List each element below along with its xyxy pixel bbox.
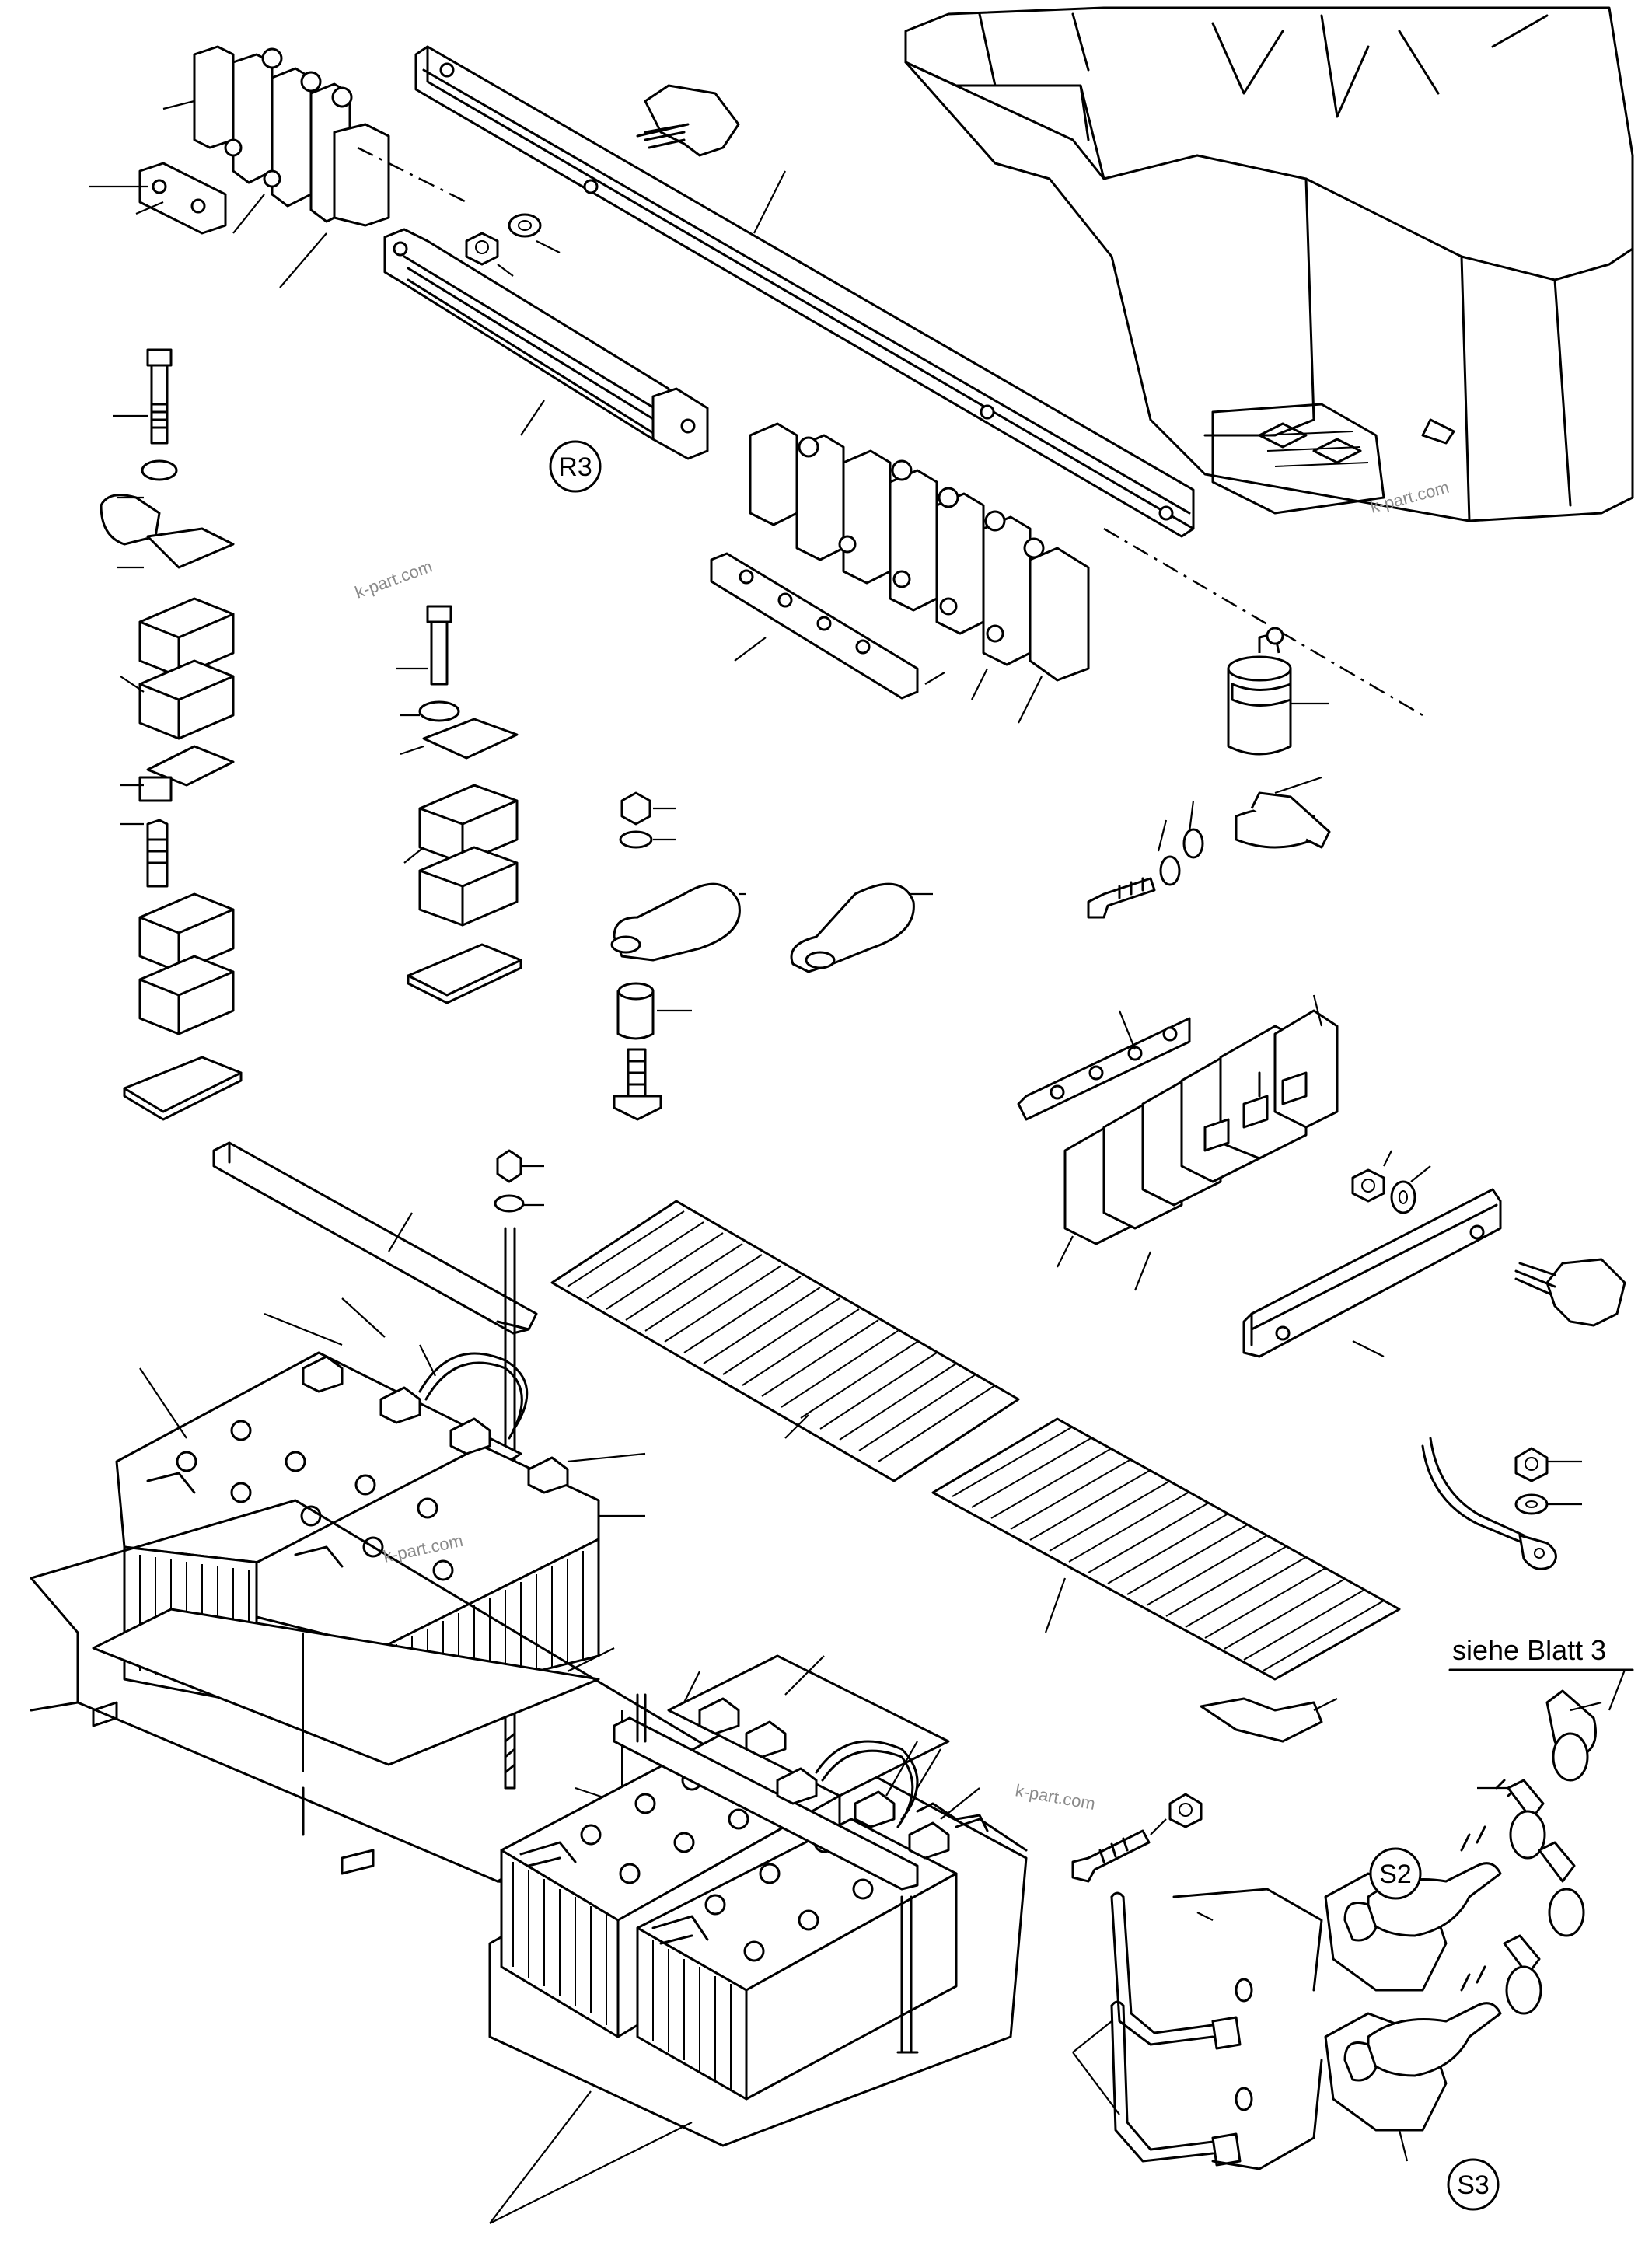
mounting-rail [414,45,1195,538]
bolt-clamp-stack-left [100,348,243,1121]
starter-solenoid-s3: S3 [1324,1965,1502,2211]
r3-callout-label: R3 [558,452,592,482]
terminal-cover [1200,1697,1338,1743]
busbar-r3: R3 [383,228,709,493]
battery-hold-down [212,1141,538,1335]
r3-callout-circle [549,440,602,493]
nut-washer-upper [465,213,561,277]
battery-pair-lower [488,1654,1028,2224]
reference-label: siehe Blatt 3 [1452,1634,1606,1666]
fuse-block [1017,994,1431,1291]
ground-cable [1421,1437,1582,1570]
s2-callout-circle [1369,1847,1422,1900]
relay-block-upper [162,45,467,288]
spacer-sleeve [613,982,692,1121]
s3-callout-circle [1447,2158,1500,2211]
starter-solenoid-s2: S2 [1324,1779,1518,1992]
watermark-1: k-part.com [352,557,435,602]
connector-bar-middle [710,552,945,700]
battery-cables [1072,1891,1242,2167]
dash-line-solenoid [1103,527,1423,717]
battery-mat-2 [931,1417,1401,1681]
s2-callout-label: S2 [1379,1860,1412,1889]
thumb-screw-right [1514,1258,1626,1327]
bolt-clamp-stack-middle [396,605,522,1004]
bolt-lower [1071,1793,1203,1883]
mounting-rail-short [1242,1188,1502,1358]
s3-callout-label: S3 [1457,2170,1490,2200]
connector-plate-upper [89,162,227,235]
solenoid-mounting-plate [1172,1888,1323,2170]
watermark-4: k-part.com [1014,1780,1097,1814]
vehicle-body [904,6,1634,522]
relay-block-middle [749,422,1090,724]
terminal-caps [1477,1689,1602,2015]
reference-note: siehe Blatt 3 [1448,1634,1634,1711]
thumb-screw-top [636,84,740,157]
battery-mat-1 [550,1200,1020,1482]
cable-clamp [610,791,933,973]
solenoid-relay [1087,627,1331,919]
